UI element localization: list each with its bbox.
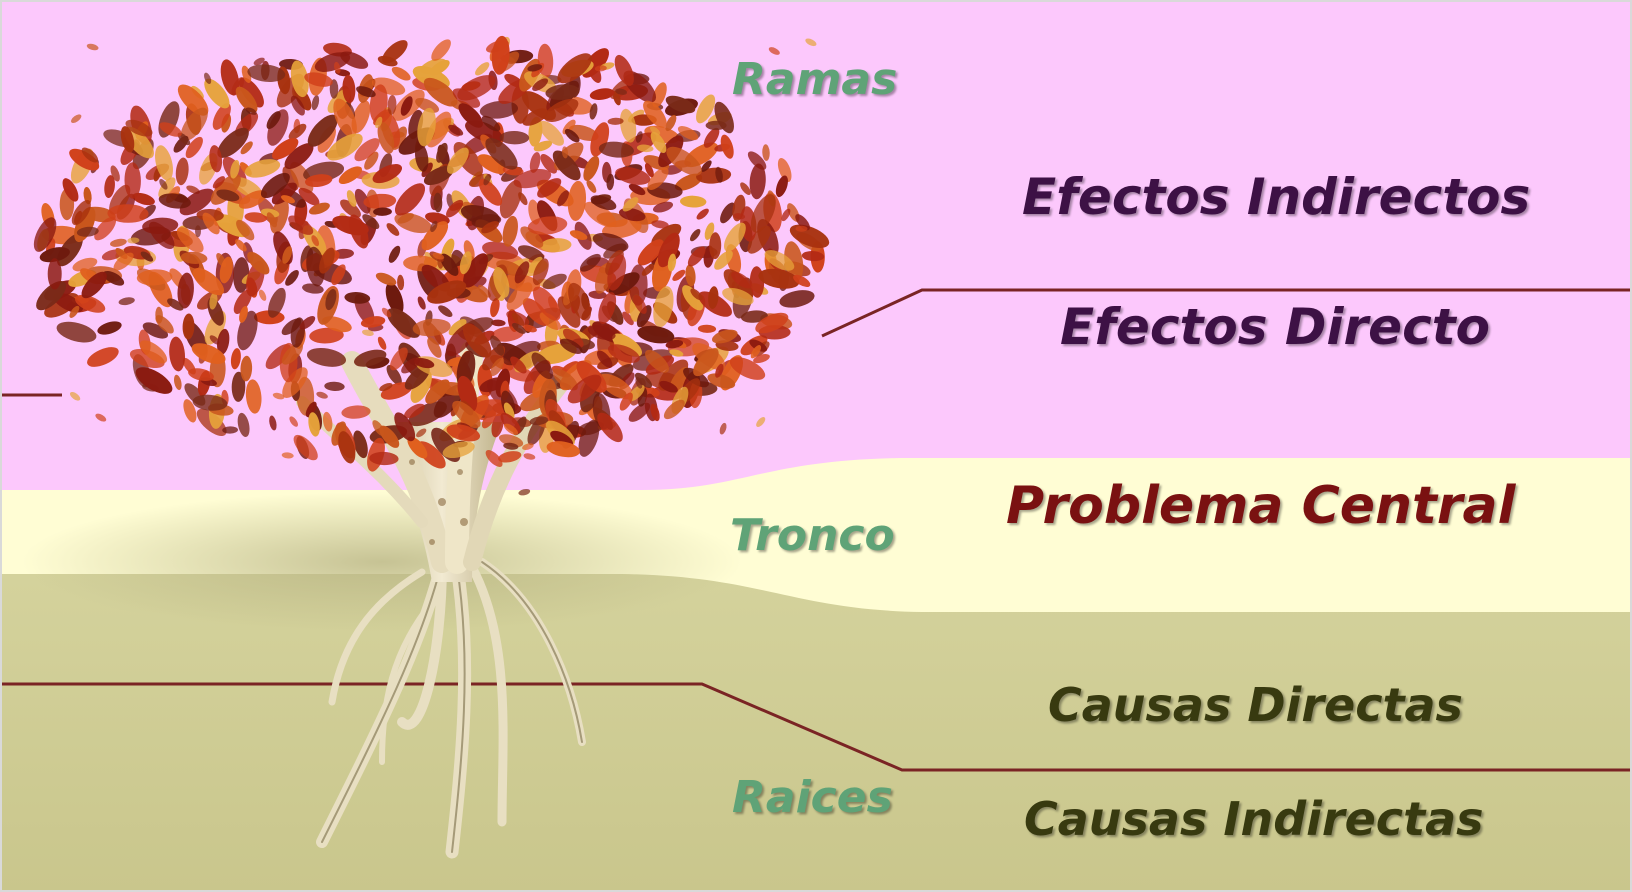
indirect-causes-label: Causas Indirectas [1024, 792, 1484, 846]
branches-label: Ramas [732, 54, 898, 105]
trunk-label: Tronco [730, 510, 895, 561]
ground-shadow [22, 492, 742, 632]
effects-divider-line [821, 288, 1630, 338]
causes-divider-line [2, 682, 1630, 772]
indirect-effects-label: Efectos Indirectos [1022, 168, 1531, 226]
central-problem-label: Problema Central [1006, 476, 1516, 536]
roots-label: Raices [732, 772, 893, 823]
direct-effects-label: Efectos Directo [1060, 298, 1490, 356]
autumn-tree-icon [33, 35, 830, 859]
direct-causes-label: Causas Directas [1048, 678, 1463, 732]
